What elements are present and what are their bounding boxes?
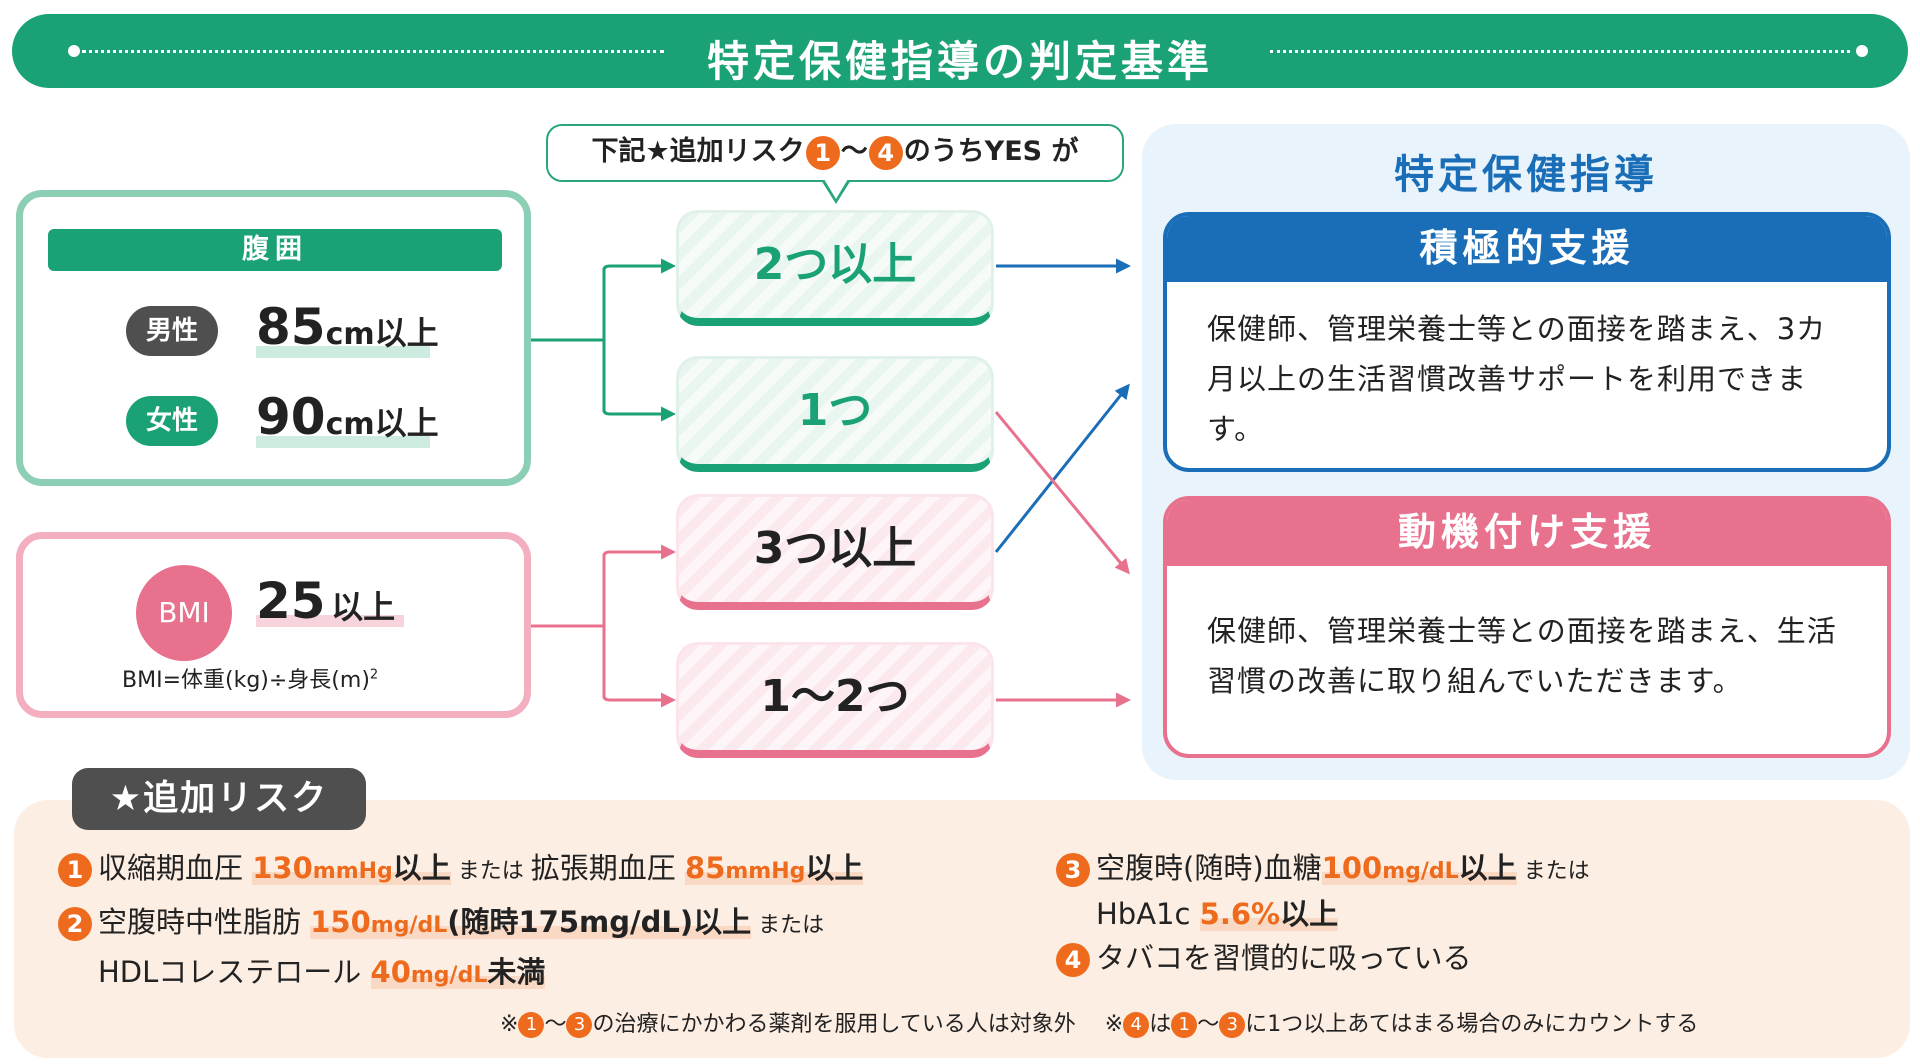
bmi-value: 25 以上 bbox=[256, 572, 396, 630]
active-support-text: 保健師、管理栄養士等との面接を踏まえ、3カ月以上の生活習慣改善サポートを利用でき… bbox=[1207, 312, 1827, 446]
male-waist-value: 85cm以上 bbox=[256, 298, 439, 356]
header-dot-right bbox=[1856, 45, 1868, 57]
female-value-highlight bbox=[256, 436, 430, 448]
header-banner: 特定保健指導の判定基準 bbox=[12, 14, 1908, 88]
page-title: 特定保健指導の判定基準 bbox=[706, 37, 1213, 86]
note-number-1b-icon: 1 bbox=[1171, 1012, 1198, 1038]
count-1-box: 1つ bbox=[676, 356, 994, 472]
count-1-to-2-box: 1～2つ bbox=[676, 642, 994, 758]
risk-3-number-icon: 3 bbox=[1056, 853, 1090, 887]
risk-4-number-icon: 4 bbox=[1056, 943, 1090, 977]
count-3-or-more-box: 3つ以上 bbox=[676, 494, 994, 610]
risk-1-number-icon: 1 bbox=[58, 853, 92, 887]
active-support-title: 積極的支援 bbox=[1167, 216, 1887, 282]
arrow-1-to-motivation bbox=[994, 411, 1130, 575]
count-2-or-more-box: 2つ以上 bbox=[676, 210, 994, 326]
male-value-highlight bbox=[256, 346, 430, 358]
bmi-value-highlight bbox=[256, 615, 404, 627]
additional-risk-tag: ★追加リスク bbox=[72, 768, 366, 830]
male-badge: 男性 bbox=[126, 306, 218, 356]
pink-branch bbox=[531, 554, 606, 698]
risk-number-1-icon: 1 bbox=[805, 135, 840, 170]
arrow-to-1to2 bbox=[602, 692, 676, 708]
arrow-to-3plus bbox=[602, 544, 676, 560]
bmi-badge: BMI bbox=[136, 565, 232, 661]
bmi-formula: BMI=体重(kg)÷身長(m)2 bbox=[122, 667, 379, 693]
active-support-box: 積極的支援 保健師、管理栄養士等との面接を踏まえ、3カ月以上の生活習慣改善サポー… bbox=[1163, 212, 1891, 472]
header-dotted-line-right bbox=[1270, 50, 1850, 53]
motivation-support-text: 保健師、管理栄養士等との面接を踏まえ、生活習慣の改善に取り組んでいただきます。 bbox=[1207, 614, 1837, 698]
note-number-4-icon: 4 bbox=[1123, 1012, 1150, 1038]
note-number-1-icon: 1 bbox=[518, 1012, 545, 1038]
guidance-title: 特定保健指導 bbox=[1394, 152, 1658, 198]
callout-pointer-fill bbox=[824, 179, 848, 199]
note-number-3b-icon: 3 bbox=[1219, 1012, 1246, 1038]
note-number-3-icon: 3 bbox=[566, 1012, 593, 1038]
arrow-to-2plus bbox=[602, 258, 676, 274]
risk-number-4-icon: 4 bbox=[868, 135, 903, 170]
motivation-support-box: 動機付け支援 保健師、管理栄養士等との面接を踏まえ、生活習慣の改善に取り組んでい… bbox=[1163, 496, 1891, 758]
female-badge: 女性 bbox=[126, 396, 218, 446]
header-dot-left bbox=[68, 45, 80, 57]
arrow-3plus-to-active bbox=[994, 383, 1130, 553]
header-dotted-line-left bbox=[82, 50, 664, 53]
arrow-to-1 bbox=[602, 406, 676, 422]
female-waist-value: 90cm以上 bbox=[256, 388, 439, 446]
waist-label: 腹囲 bbox=[48, 229, 502, 271]
motivation-support-title: 動機付け支援 bbox=[1167, 500, 1887, 566]
green-branch bbox=[531, 268, 606, 412]
risk-item-3-line2: HbA1c 5.6%以上 bbox=[1096, 897, 1339, 931]
risk-item-2-line2: HDLコレステロール 40mg/dL未満 bbox=[98, 955, 546, 989]
risk-2-number-icon: 2 bbox=[58, 907, 92, 941]
